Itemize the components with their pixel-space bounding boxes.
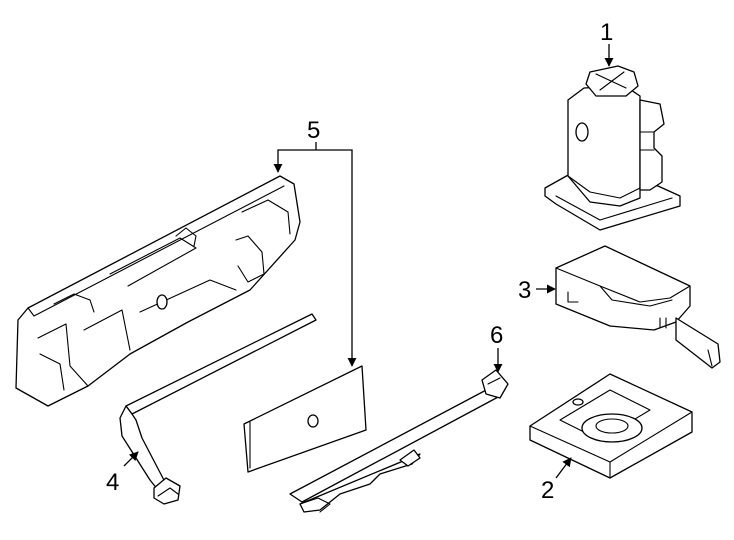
jack-tray [555,245,721,369]
lug-wrench [119,313,317,505]
callout-3: 3 [518,277,531,304]
jack-handle [289,369,509,513]
callout-4: 4 [106,469,119,496]
tire-foam-block [529,373,693,479]
callout-1: 1 [600,19,613,46]
tool-insert [243,365,367,473]
callout-5: 5 [307,117,320,144]
callout-6: 6 [490,322,503,349]
leader-5-left [273,149,316,173]
tool-tray [15,175,301,407]
leader-5-right [316,149,357,367]
leader-2 [555,457,572,479]
leader-lines [123,44,614,479]
bottle-jack [544,65,681,231]
leader-4 [123,451,139,467]
callout-2: 2 [541,477,554,504]
callout-labels: 1 2 3 4 5 6 [106,19,613,504]
